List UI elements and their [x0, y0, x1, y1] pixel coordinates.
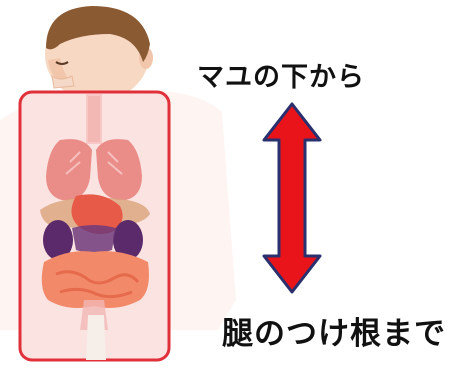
organs-group [40, 94, 150, 330]
legs [86, 315, 106, 360]
range-start-label: マユの下から [197, 62, 365, 93]
range-end-label: 腿のつけ根まで [222, 316, 446, 352]
left-lung [46, 139, 92, 201]
right-lung [96, 139, 142, 201]
head-figure [45, 6, 153, 101]
double-headed-arrow-icon [262, 102, 322, 294]
stomach [71, 194, 123, 234]
intestines [41, 251, 149, 308]
left-kidney [43, 220, 73, 260]
hair-icon [46, 6, 150, 62]
right-kidney [113, 220, 143, 260]
